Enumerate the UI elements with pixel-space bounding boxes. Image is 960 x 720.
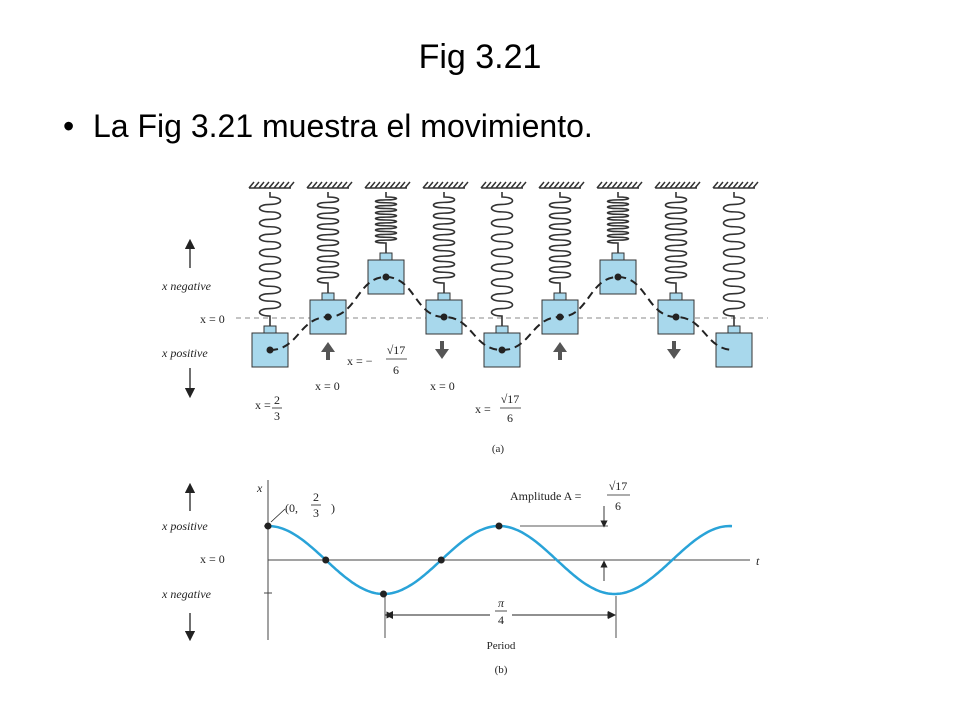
svg-text:3: 3 — [274, 409, 280, 423]
x-zero-label: x = 0 — [200, 552, 225, 566]
panel-a-caption: (a) — [492, 443, 505, 455]
mass-connector — [727, 325, 741, 334]
position-label-4: x = 0 — [430, 379, 455, 393]
mass-connector — [321, 292, 335, 301]
panel-a: x negative x = 0 x positive x = 2 3 x = … — [161, 181, 768, 455]
ceiling-support — [654, 181, 701, 189]
mass-connector — [669, 292, 683, 301]
amplitude-annotation: Amplitude A = √17 6 — [510, 479, 630, 581]
svg-text:6: 6 — [507, 411, 513, 425]
x-zero-label: x = 0 — [200, 312, 225, 326]
svg-text:6: 6 — [615, 499, 621, 513]
bullet-item: • La Fig 3.21 muestra el movimiento. — [63, 108, 593, 145]
curve-point — [437, 556, 445, 564]
curve-point — [495, 522, 503, 530]
ceiling-support — [538, 181, 585, 189]
svg-text:√17: √17 — [387, 343, 406, 357]
ceiling-support — [596, 181, 643, 189]
arrow-down-icon — [435, 341, 449, 359]
svg-text:x =: x = — [475, 402, 491, 416]
spring — [606, 192, 630, 254]
x-positive-label: x positive — [161, 346, 208, 360]
ceiling-support — [248, 181, 295, 189]
spring — [374, 192, 398, 254]
x-positive-label: x positive — [161, 519, 208, 533]
svg-text:2: 2 — [274, 393, 280, 407]
spring — [258, 192, 282, 327]
spring-mass-figure: x negative x = 0 x positive x = 2 3 x = … — [161, 181, 768, 676]
t-axis-label: t — [756, 554, 760, 568]
mass-center-point — [440, 313, 448, 321]
curve-points — [264, 522, 503, 598]
mass-block — [715, 332, 753, 368]
svg-text:3: 3 — [313, 506, 319, 520]
mass-connector — [437, 292, 451, 301]
position-label-1: x = 2 3 — [255, 393, 282, 423]
svg-text:2: 2 — [313, 490, 319, 504]
mass-center-point — [614, 273, 622, 281]
mass-connector — [553, 292, 567, 301]
arrow-down-icon — [667, 341, 681, 359]
position-label-2: x = 0 — [315, 379, 340, 393]
x-negative-label: x negative — [161, 279, 212, 293]
ceiling-support — [480, 181, 527, 189]
mass-connector — [611, 252, 625, 261]
spring — [664, 192, 688, 294]
spring — [548, 192, 572, 294]
bullet-icon: • — [63, 108, 75, 144]
svg-text:4: 4 — [498, 613, 504, 627]
ceiling-support — [422, 181, 469, 189]
mass-connector — [379, 252, 393, 261]
svg-text:Period: Period — [487, 640, 516, 652]
mass-center-point — [498, 346, 506, 354]
svg-text:√17: √17 — [501, 392, 520, 406]
spring — [432, 192, 456, 294]
svg-text:√17: √17 — [609, 479, 628, 493]
ceiling-support — [712, 181, 759, 189]
mass-connector — [495, 325, 509, 334]
x-negative-label: x negative — [161, 587, 212, 601]
spring — [316, 192, 340, 294]
curve-point — [264, 522, 272, 530]
bullet-text: La Fig 3.21 muestra el movimiento. — [93, 108, 593, 144]
x-axis-label: x — [256, 481, 263, 495]
spring-mass-units — [248, 181, 759, 368]
svg-text:6: 6 — [393, 363, 399, 377]
motion-path — [269, 275, 735, 352]
curve-point — [380, 590, 387, 598]
position-label-3: x = − √17 6 — [347, 343, 407, 377]
svg-text:π: π — [498, 596, 505, 610]
svg-text:): ) — [331, 501, 335, 515]
svg-text:x =: x = — [255, 398, 271, 412]
svg-text:x = −: x = − — [347, 354, 373, 368]
ceiling-support — [364, 181, 411, 189]
period-annotation: π 4 Period — [384, 596, 617, 652]
svg-text:(0,: (0, — [285, 501, 298, 515]
slide-title: Fig 3.21 — [418, 38, 542, 76]
position-label-5: x = √17 6 — [475, 392, 521, 425]
spring — [722, 192, 746, 327]
mass-connector — [263, 325, 277, 334]
spring — [490, 192, 514, 327]
initial-point-label: (0, 2 3 ) — [270, 490, 335, 523]
panel-b-caption: (b) — [495, 664, 508, 676]
ceiling-support — [306, 181, 353, 189]
arrow-up-icon — [553, 342, 567, 360]
svg-text:Amplitude A =: Amplitude A = — [510, 489, 582, 503]
panel-b: x positive x = 0 x negative x t (0, 2 3 … — [161, 479, 760, 676]
curve-point — [322, 556, 330, 564]
arrow-up-icon — [321, 342, 335, 360]
mass-center-point — [382, 273, 390, 281]
